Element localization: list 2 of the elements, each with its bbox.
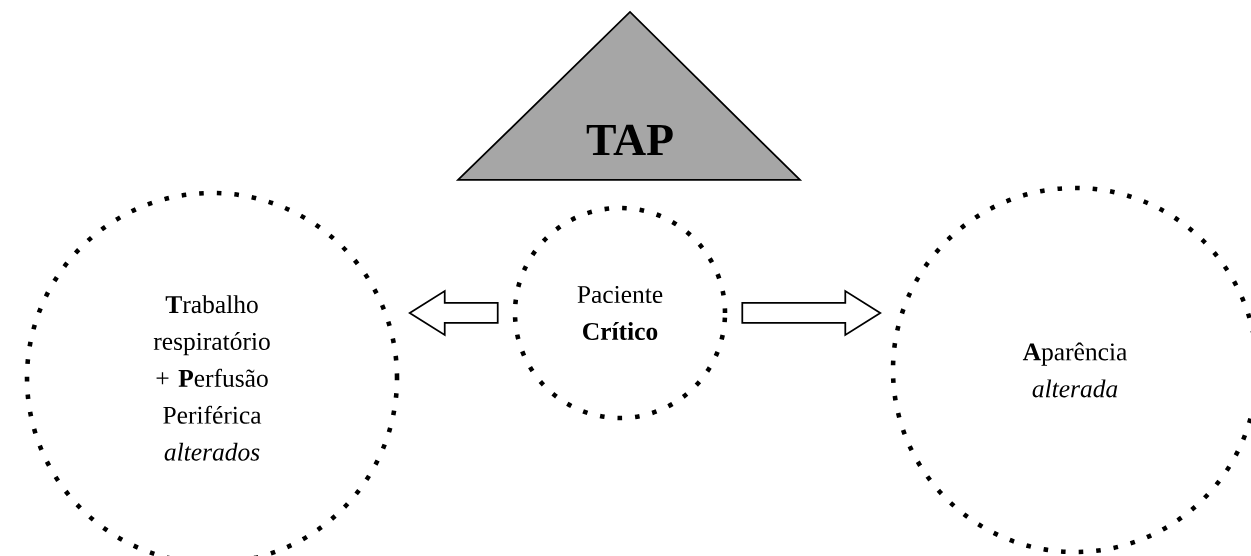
block-arrow bbox=[408, 289, 499, 337]
block-arrow bbox=[741, 289, 882, 337]
